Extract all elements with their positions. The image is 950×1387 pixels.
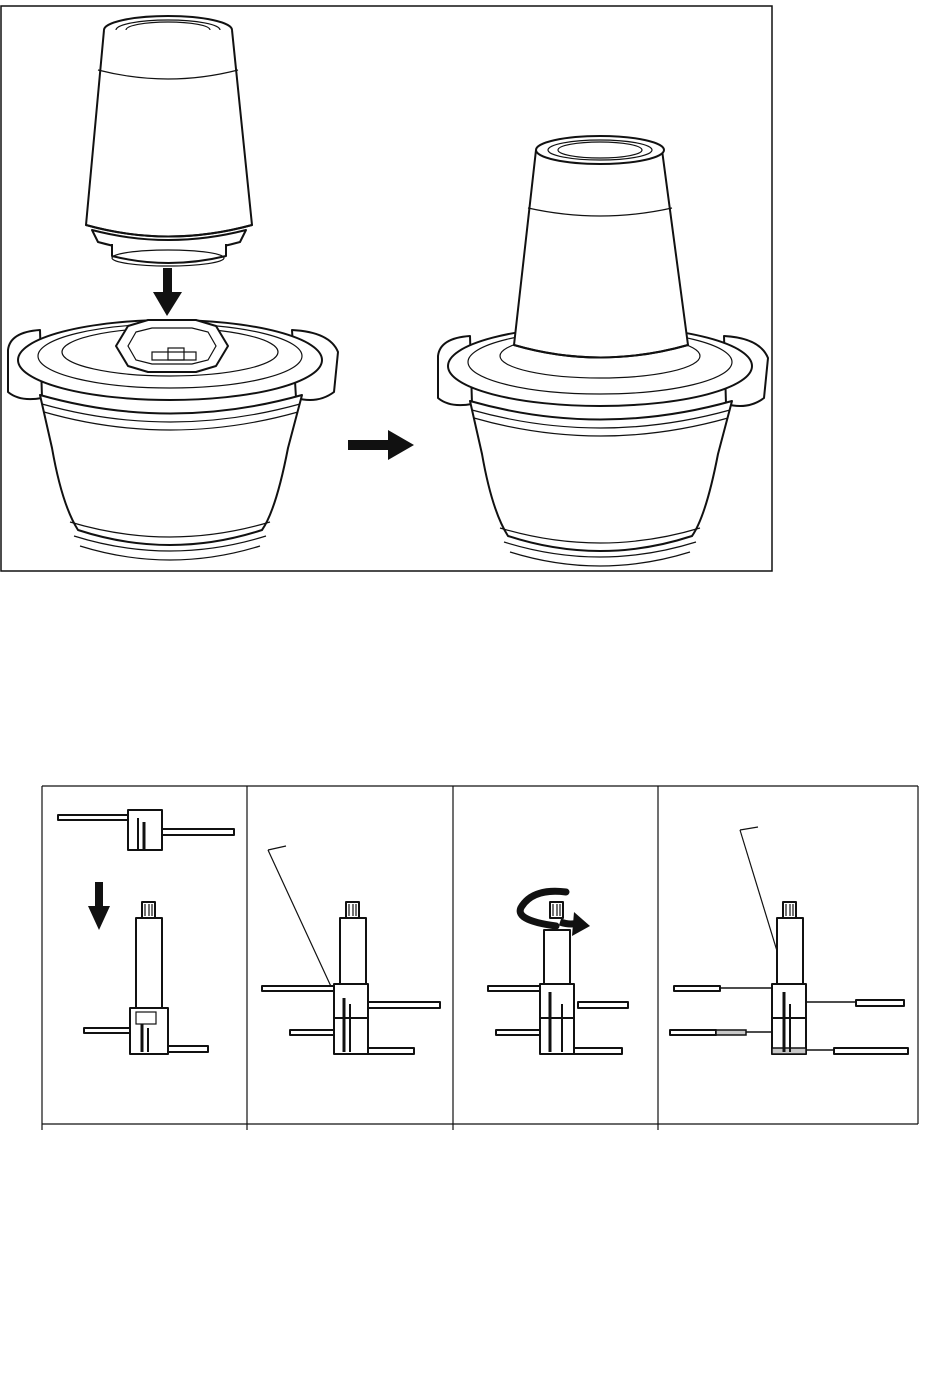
panel-insert-lower-blade — [58, 810, 234, 1054]
down-arrow-icon — [153, 268, 182, 316]
panel-upper-blade-assembled — [670, 827, 908, 1054]
bowl-with-coupling — [8, 320, 338, 560]
assembly-figure-bottom — [0, 780, 950, 1140]
pointer-line — [268, 850, 340, 1006]
panel-rotate-to-lock — [488, 891, 628, 1054]
chopper-assembled — [438, 136, 768, 566]
panel-lower-blade-seated — [262, 846, 440, 1054]
right-arrow-icon — [348, 430, 414, 460]
down-arrow-icon — [88, 882, 110, 930]
assembly-figure-top — [0, 0, 790, 580]
motor-unit-lifted — [86, 16, 252, 266]
